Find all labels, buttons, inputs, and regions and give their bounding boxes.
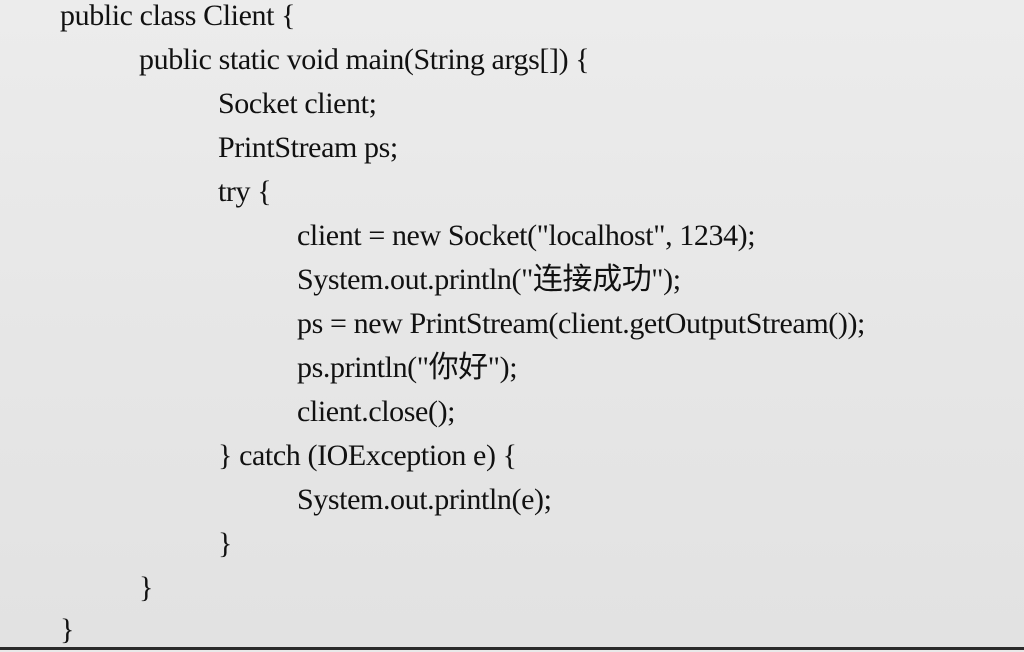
- code-line-close-class: }: [60, 613, 74, 646]
- code-line-close-catch: }: [218, 527, 232, 560]
- code-line-printstream-declaration: PrintStream ps;: [218, 131, 398, 164]
- code-line-close-method: }: [139, 571, 153, 604]
- code-line-print-success: System.out.println("连接成功");: [297, 263, 681, 296]
- bottom-rule: [0, 647, 1024, 650]
- code-line-socket-declaration: Socket client;: [218, 87, 377, 120]
- code-line-close: client.close();: [297, 395, 456, 428]
- code-line-try: try {: [218, 175, 272, 208]
- code-line-socket-connect: client = new Socket("localhost", 1234);: [297, 219, 756, 252]
- code-line-print-exception: System.out.println(e);: [297, 483, 552, 516]
- code-line-main-method: public static void main(String args[]) {: [139, 43, 590, 76]
- code-line-print-hello: ps.println("你好");: [297, 351, 518, 384]
- code-line-catch: } catch (IOException e) {: [218, 439, 517, 472]
- code-line-printstream-init: ps = new PrintStream(client.getOutputStr…: [297, 307, 865, 340]
- code-line-class-declaration: public class Client {: [60, 0, 296, 32]
